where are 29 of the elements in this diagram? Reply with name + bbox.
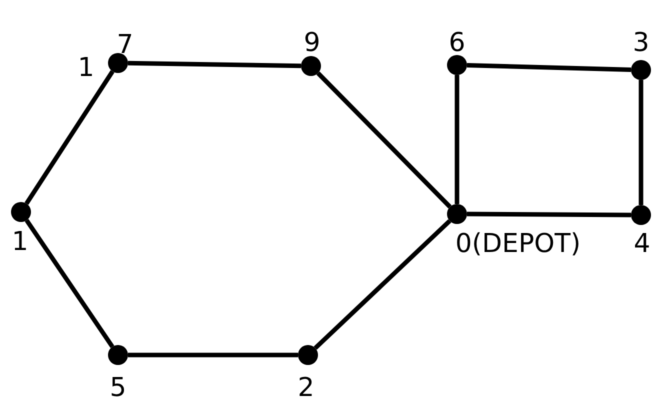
node-number: 7 (116, 31, 134, 59)
connector-line (128, 60, 302, 68)
connector-line (24, 219, 114, 348)
node-number: 4 (634, 230, 650, 258)
node-number: 2 (298, 374, 314, 402)
node-dot (301, 56, 321, 76)
connector-line (466, 212, 632, 218)
node-number: 1 (12, 228, 28, 256)
node-dot (108, 345, 128, 365)
node-number: 6 (448, 29, 466, 57)
node-dot (447, 55, 467, 75)
node-dot (447, 204, 467, 224)
node-dot (108, 53, 128, 73)
node-number: 1 (78, 54, 94, 82)
connector-line (454, 75, 460, 204)
connector-line (316, 72, 452, 208)
node-dot (298, 345, 318, 365)
connector-line (24, 70, 114, 205)
node-dot (631, 205, 651, 225)
node-number: 9 (304, 29, 320, 57)
node-number: 0(DEPOT) (455, 230, 581, 258)
node-number: 3 (632, 29, 650, 57)
node-dot (631, 60, 651, 80)
connector-line (638, 80, 644, 205)
connector-line (314, 219, 452, 350)
connector-line (128, 352, 298, 358)
connector-line (466, 63, 632, 72)
node-dot (11, 202, 31, 222)
node-number: 5 (110, 374, 126, 402)
